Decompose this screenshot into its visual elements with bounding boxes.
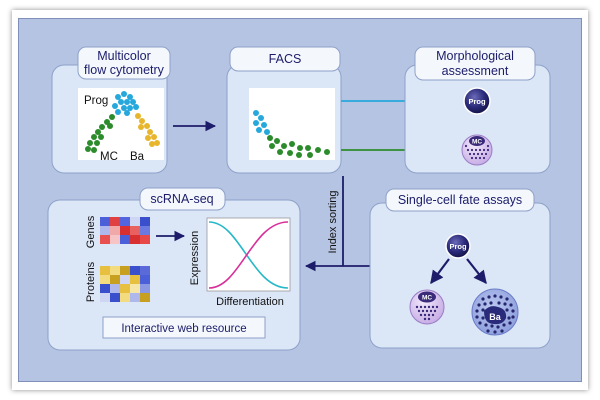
genes-heatmap (100, 217, 150, 244)
morph-prog-label: Prog (468, 97, 486, 106)
panel-multicolor: Multicolor flow cytometry Prog MC (51, 46, 171, 174)
multicolor-title-line1: Multicolor (97, 49, 151, 63)
multicolor-title-box (77, 46, 171, 80)
morph-prog-cell (463, 87, 491, 115)
arrow-prog-to-ba (466, 258, 487, 285)
expression-curve-increasing (208, 221, 289, 289)
multicolor-dots (85, 91, 160, 153)
scrna-proteins-label: Proteins (85, 261, 97, 302)
panel-scrna: scRNA-seq Genes Proteins (47, 187, 301, 351)
facs-title-box (229, 46, 341, 72)
morph-title-line1: Morphological (436, 49, 514, 63)
arrow-prog-to-mc (430, 258, 450, 285)
fate-mc-granules (415, 305, 439, 321)
web-resource-label: Interactive web resource (121, 323, 246, 335)
web-resource-box[interactable] (102, 316, 266, 339)
panel-morph: Morphological assessment Prog MC (404, 46, 551, 174)
index-sorting-connector: Index sorting (304, 176, 382, 272)
scrna-plot-xlabel: Differentiation (216, 296, 284, 308)
morph-title-line2: assessment (442, 64, 509, 78)
panel-facs: FACS (226, 46, 342, 174)
fate-mc-nucleus (418, 291, 436, 303)
morph-mc-nucleus (469, 136, 485, 146)
facs-title: FACS (269, 52, 302, 66)
fate-mc-label: MC (422, 295, 432, 302)
fate-prog-label: Prog (449, 242, 467, 251)
multicolor-title-line2: flow cytometry (84, 63, 165, 77)
multicolor-label-ba: Ba (130, 151, 145, 163)
fate-ba-granules (475, 294, 515, 334)
fate-ba-nucleus (484, 306, 507, 325)
facs-dots (253, 110, 330, 158)
morph-title-box (414, 46, 536, 81)
scrna-genes-label: Genes (85, 215, 97, 248)
scrna-title-box (139, 187, 226, 211)
multicolor-label-prog: Prog (84, 95, 108, 107)
morph-mc-granules (464, 144, 490, 160)
proteins-heatmap (100, 266, 150, 302)
index-sorting-label: Index sorting (327, 191, 339, 254)
fate-prog-cell (445, 233, 471, 259)
expression-plot-area (206, 217, 291, 292)
morph-mc-label: MC (472, 139, 482, 146)
fate-title-box (385, 188, 535, 212)
panel-fate: Single-cell fate assays Prog MC (369, 188, 551, 349)
multicolor-label-mc: MC (100, 151, 118, 163)
scrna-title: scRNA-seq (150, 192, 213, 206)
scrna-plot-ylabel: Expression (189, 231, 201, 285)
fate-title: Single-cell fate assays (398, 193, 522, 207)
fate-ba-label: Ba (489, 312, 501, 322)
